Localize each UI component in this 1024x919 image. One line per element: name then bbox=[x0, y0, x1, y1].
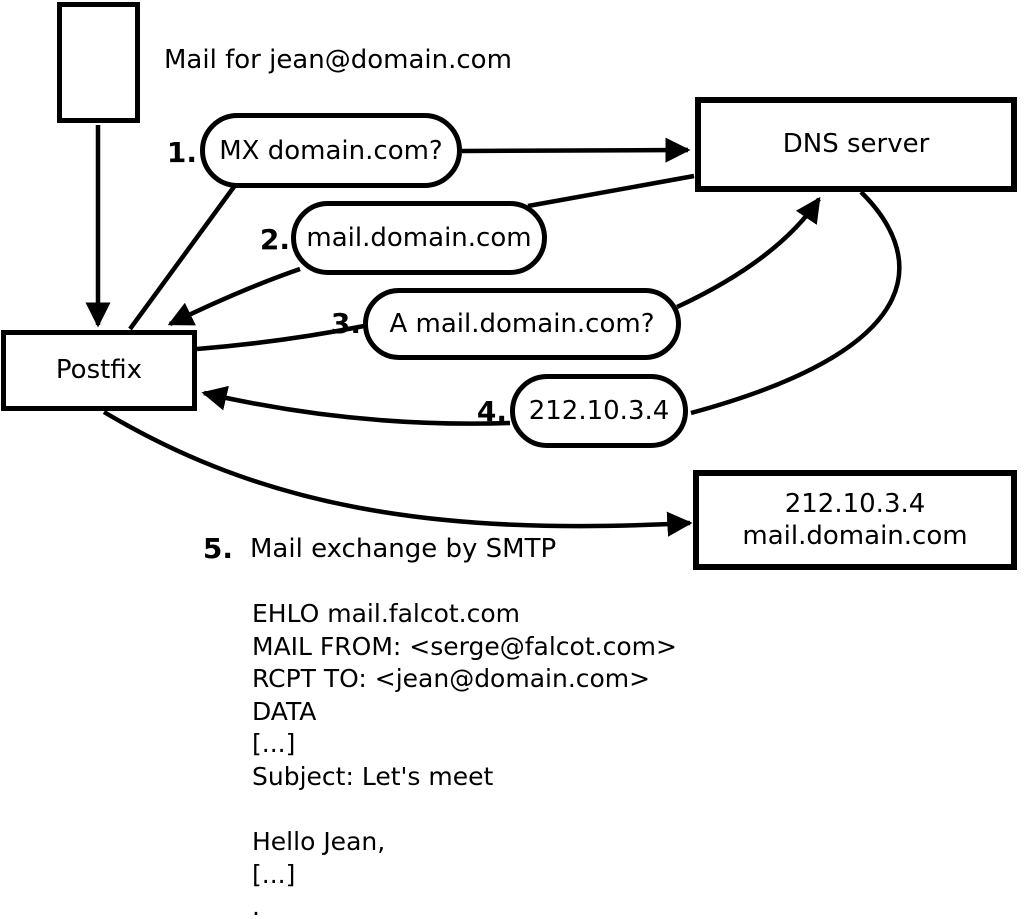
arrow-query-a-to-dns bbox=[676, 196, 821, 310]
arrow-answer-mx-to-postfix bbox=[167, 266, 301, 327]
smtp-line: [...] bbox=[252, 729, 296, 759]
arrow-query-mx-to-dns bbox=[461, 137, 691, 163]
smtp-line: DATA bbox=[252, 696, 317, 726]
smtp-line: RCPT TO: <jean@domain.com> bbox=[252, 664, 651, 694]
line-dns-to-answer-a bbox=[690, 190, 902, 416]
mail-server-node: 212.10.3.4 mail.domain.com bbox=[693, 470, 1017, 570]
postfix-label: Postfix bbox=[55, 355, 143, 386]
smtp-line: EHLO mail.falcot.com bbox=[252, 599, 521, 628]
query-mx-label: MX domain.com? bbox=[219, 135, 443, 166]
diagram-title: Mail for jean@domain.com bbox=[164, 45, 512, 75]
mail-server-ip: 212.10.3.4 bbox=[784, 488, 926, 519]
query-a-pill: A mail.domain.com? bbox=[363, 288, 681, 360]
line-dns-to-answer-mx bbox=[527, 173, 695, 209]
step-4-number: 4. bbox=[476, 395, 507, 428]
line-postfix-to-query-mx bbox=[128, 182, 238, 331]
answer-mx-pill: mail.domain.com bbox=[291, 201, 547, 275]
dns-server-node: DNS server bbox=[695, 97, 1017, 192]
dns-server-label: DNS server bbox=[782, 129, 930, 160]
answer-mx-label: mail.domain.com bbox=[306, 223, 532, 253]
query-a-label: A mail.domain.com? bbox=[389, 309, 655, 339]
postfix-node: Postfix bbox=[1, 330, 197, 411]
step-3-number: 3. bbox=[330, 307, 361, 340]
letter-icon bbox=[57, 2, 140, 123]
smtp-line: Hello Jean, bbox=[252, 827, 386, 857]
arrow-postfix-to-mailserver-smtp bbox=[102, 410, 693, 537]
step-5-number: 5. bbox=[202, 532, 233, 565]
answer-a-label: 212.10.3.4 bbox=[528, 396, 670, 426]
answer-a-pill: 212.10.3.4 bbox=[510, 374, 688, 448]
line-postfix-to-query-a bbox=[196, 323, 365, 352]
step-1-number: 1. bbox=[166, 136, 197, 169]
step-2-number: 2. bbox=[259, 223, 290, 256]
arrow-answer-a-to-postfix bbox=[201, 385, 511, 426]
smtp-line-end-of-data: . bbox=[252, 892, 260, 919]
smtp-line: MAIL FROM: <serge@falcot.com> bbox=[252, 631, 677, 661]
query-mx-pill: MX domain.com? bbox=[200, 113, 462, 188]
step-5-label: Mail exchange by SMTP bbox=[250, 534, 557, 564]
mail-server-hostname: mail.domain.com bbox=[742, 521, 968, 551]
smtp-line-blank bbox=[252, 794, 677, 827]
smtp-line: [...] bbox=[252, 859, 296, 889]
smtp-line: Subject: Let's meet bbox=[252, 761, 494, 791]
smtp-session-transcript: EHLO mail.falcot.com MAIL FROM: <serge@f… bbox=[252, 598, 677, 919]
